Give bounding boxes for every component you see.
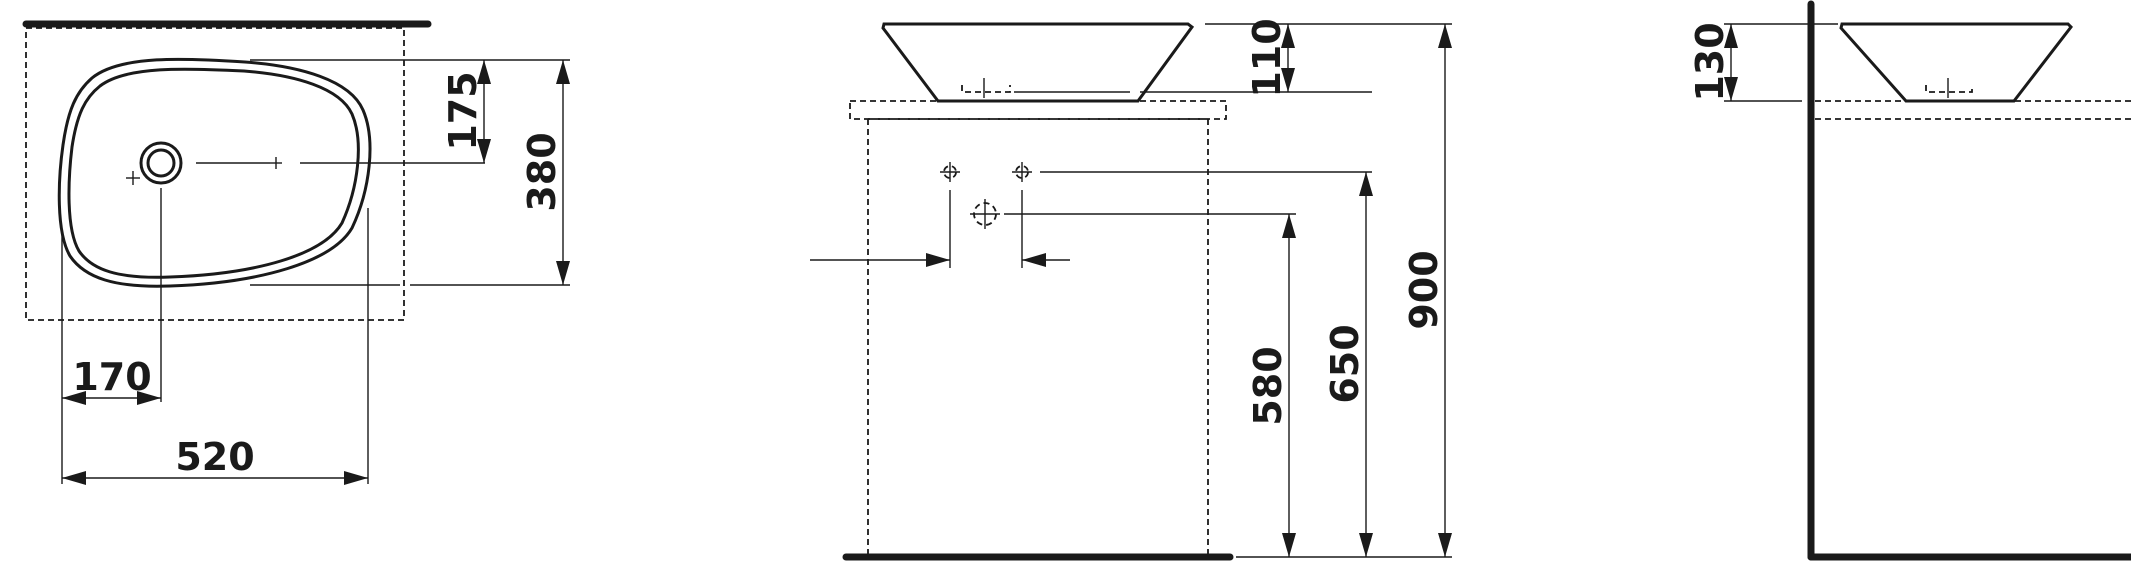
dim-tap-height: 650 [1323,324,1367,403]
dim-drain-offset-x: 170 [72,355,151,399]
dim-drain-offset-y: 175 [441,71,485,150]
top-view: 170 520 175 380 [22,20,570,485]
front-drain-hidden [961,85,1011,93]
dim-total-height: 900 [1402,250,1446,329]
drain-inner-ring [146,148,176,178]
front-cabinet [867,118,1209,558]
tap-connection-right [1012,162,1032,182]
side-view: 130 [1688,0,2131,561]
dim-drain-height: 580 [1246,346,1290,425]
dim-side-bowl-height: 130 [1688,22,1732,101]
side-countertop [1815,100,2131,120]
side-drain-hidden [1925,85,1973,93]
waste-connection [970,199,1000,229]
countertop-outline [25,27,405,321]
drain-outer-ring [139,141,183,185]
front-basin [881,22,1195,103]
tap-connection-left [940,162,960,182]
side-basin [1839,22,2073,103]
front-countertop [849,100,1227,120]
dim-bowl-height: 110 [1245,18,1289,97]
dim-basin-width: 520 [175,435,254,479]
dim-basin-depth: 380 [520,132,564,211]
front-view: 110 900 650 580 [810,18,1452,561]
basin-outer-rim [57,57,372,288]
basin-inner-rim [67,67,360,279]
